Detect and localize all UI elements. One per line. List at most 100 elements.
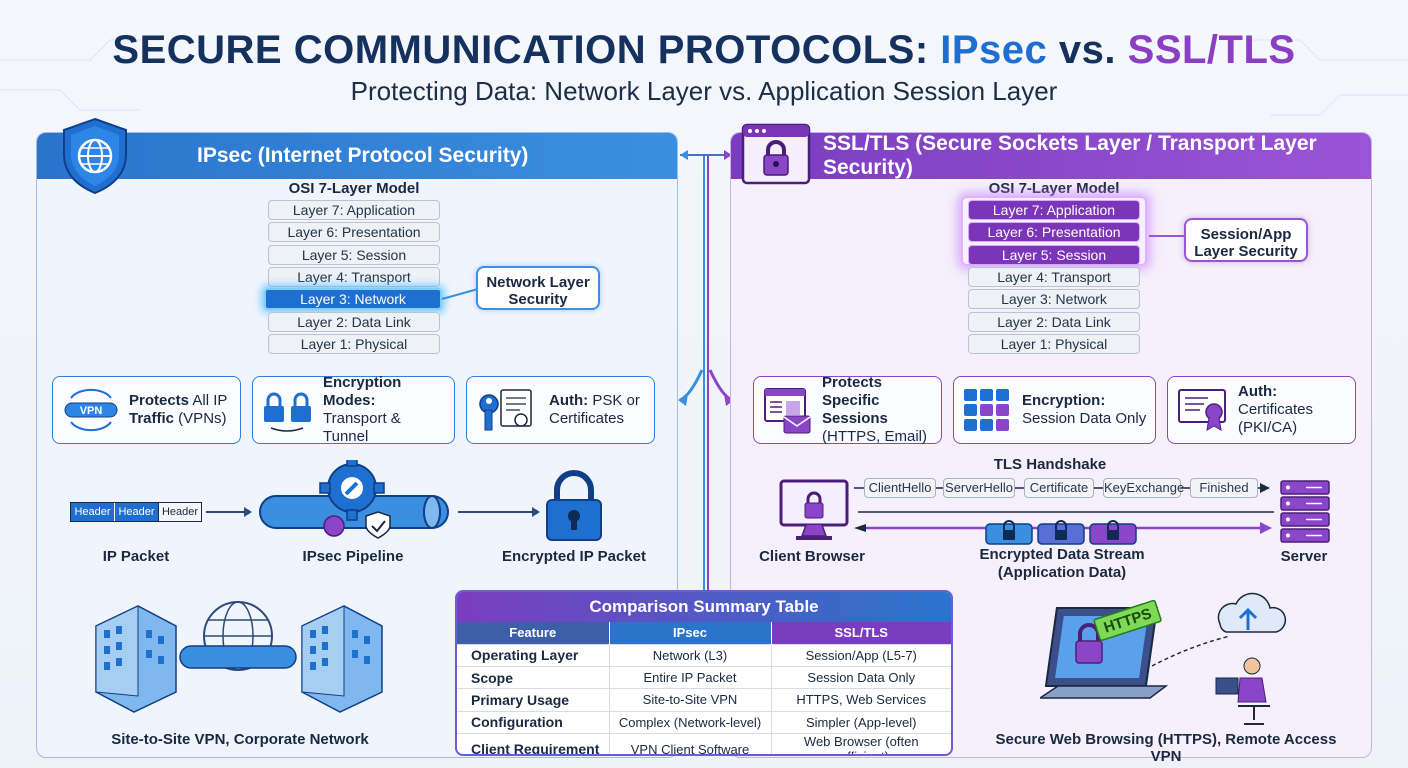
ssl-osi-layer-1: Layer 1: Physical [968, 334, 1140, 354]
browser-lock-icon [741, 123, 811, 185]
session-callout-connector [1149, 235, 1185, 237]
remote-user-icon [1215, 657, 1270, 725]
site-to-site-vpn-illustration [95, 601, 383, 713]
ipsec-scenario-label: Site-to-Site VPN, Corporate Network [111, 731, 369, 748]
table-header-feature: Feature [457, 622, 609, 644]
label-ip-packet: IP Packet [102, 548, 170, 565]
label-ipsec-pipeline: IPsec Pipeline [302, 548, 404, 565]
ssl-osi-layer-6: Layer 6: Presentation [968, 222, 1140, 242]
table-cell-feature: Client Requirement [457, 733, 609, 754]
packet-header-2: Header [115, 503, 159, 521]
table-cell-ssl: Web Browser (often sufficient) [770, 733, 951, 754]
ipsec-header-title: IPsec (Internet Protocol Security) [197, 144, 529, 167]
ipsec-osi-layer-7: Layer 7: Application [268, 200, 440, 220]
handshake-step-serverhello: ServerHello [943, 478, 1015, 498]
ip-packet: Header Header Header [70, 502, 202, 522]
table-row: Operating Layer Network (L3) Session/App… [457, 643, 951, 667]
padlocks-icon [264, 392, 311, 432]
center-connector-lines [678, 150, 734, 590]
handshake-step-keyexchange: KeyExchange [1103, 478, 1184, 498]
comparison-summary-table: Comparison Summary Table Feature IPsec S… [455, 590, 953, 756]
ssl-osi-layer-7: Layer 7: Application [968, 200, 1140, 220]
session-layer-callout: Session/App Layer Security [1184, 218, 1308, 262]
comparison-table-grid: Feature IPsec SSL/TLS Operating Layer Ne… [457, 622, 951, 754]
table-cell-ssl: Session/App (L5-7) [770, 643, 951, 667]
table-cell-feature: Scope [457, 665, 609, 689]
server-rack-icon [1280, 480, 1330, 543]
web-email-icon [764, 388, 811, 434]
vpn-tunnel-icon: VPN [64, 388, 118, 432]
ipsec-osi-layer-6: Layer 6: Presentation [268, 222, 440, 242]
svg-text:VPN: VPN [80, 405, 103, 417]
network-layer-callout: Network Layer Security [476, 266, 600, 310]
encrypted-packet-lock-icon [546, 470, 602, 541]
packet-header-1: Header [71, 503, 115, 521]
label-server: Server [1280, 548, 1328, 565]
ipsec-osi-layer-5: Layer 5: Session [268, 245, 440, 265]
client-browser-icon [779, 479, 849, 540]
ssl-osi-layer-5: Layer 5: Session [968, 245, 1140, 265]
handshake-step-finished: Finished [1190, 478, 1258, 498]
ipsec-osi-layer-4: Layer 4: Transport [268, 267, 440, 287]
pipeline-arrow-2 [458, 507, 540, 517]
table-cell-ssl: Simpler (App-level) [770, 710, 951, 734]
encrypted-data-stream-icon [985, 520, 1137, 545]
table-cell-ipsec: Network (L3) [608, 643, 771, 667]
table-cell-ipsec: Complex (Network-level) [608, 710, 771, 734]
network-callout-connector [441, 288, 479, 300]
cloud-upload-icon [1217, 592, 1287, 633]
table-cell-ipsec: Site-to-Site VPN [608, 688, 771, 712]
table-row: Client Requirement VPN Client Software W… [457, 733, 951, 754]
ipsec-pipeline-icon [259, 460, 449, 539]
pipeline-arrow-1 [206, 507, 252, 517]
ssl-osi-layer-4: Layer 4: Transport [968, 267, 1140, 287]
table-header-ssl: SSL/TLS [770, 622, 951, 644]
ssl-panel-header: SSL/TLS (Secure Sockets Layer / Transpor… [731, 132, 1371, 179]
label-encrypted-data-stream: Encrypted Data Stream [979, 546, 1145, 563]
data-grid-icon [964, 389, 1009, 431]
office-building-right-icon [301, 605, 383, 713]
ssl-scenario-label: Secure Web Browsing (HTTPS), Remote Acce… [995, 731, 1337, 765]
table-cell-ssl: HTTPS, Web Services [770, 688, 951, 712]
table-cell-feature: Operating Layer [457, 643, 609, 667]
ssl-feature-auth: Auth: Certificates(PKI/CA) [1167, 376, 1356, 444]
subtitle: Protecting Data: Network Layer vs. Appli… [350, 76, 1058, 106]
comparison-table-title: Comparison Summary Table [457, 592, 951, 622]
handshake-step-certificate: Certificate [1024, 478, 1094, 498]
label-encrypted-ip-packet: Encrypted IP Packet [502, 548, 646, 565]
table-row: Configuration Complex (Network-level) Si… [457, 710, 951, 734]
ssl-feature-encryption: Encryption:Session Data Only [953, 376, 1156, 444]
table-header-ipsec: IPsec [608, 622, 771, 644]
ssl-osi-title: OSI 7-Layer Model [988, 180, 1120, 197]
ipsec-osi-title: OSI 7-Layer Model [288, 180, 420, 197]
office-building-left-icon [95, 605, 177, 713]
vpn-tunnel-pipe [179, 645, 297, 669]
certificate-icon [1178, 389, 1226, 431]
key-certificate-icon [479, 389, 532, 431]
packet-header-3: Header [159, 503, 201, 521]
ssl-osi-layer-2: Layer 2: Data Link [968, 312, 1140, 332]
ssl-header-title: SSL/TLS (Secure Sockets Layer / Transpor… [823, 132, 1317, 179]
tls-handshake-title: TLS Handshake [993, 456, 1107, 473]
ipsec-feature-encryption-modes: Encryption Modes:Transport & Tunnel [252, 374, 455, 445]
table-cell-ssl: Session Data Only [770, 665, 951, 689]
secure-web-browsing-illustration: HTTPS [1040, 592, 1287, 725]
handshake-step-clienthello: ClientHello [864, 478, 936, 498]
table-cell-feature: Primary Usage [457, 688, 609, 712]
ipsec-osi-layer-1: Layer 1: Physical [268, 334, 440, 354]
main-title: SECURE COMMUNICATION PROTOCOLS: IPsec vs… [112, 28, 1296, 72]
label-application-data: (Application Data) [997, 564, 1127, 581]
table-cell-feature: Configuration [457, 710, 609, 734]
ipsec-osi-layer-2: Layer 2: Data Link [268, 312, 440, 332]
ssl-osi-layer-3: Layer 3: Network [968, 289, 1140, 309]
shield-globe-icon [63, 117, 127, 195]
table-row: Primary Usage Site-to-Site VPN HTTPS, We… [457, 688, 951, 712]
table-cell-ipsec: VPN Client Software [608, 733, 771, 754]
table-cell-ipsec: Entire IP Packet [608, 665, 771, 689]
ssl-osi-highlight-glow [961, 196, 1147, 266]
ipsec-panel-header: IPsec (Internet Protocol Security) [37, 133, 677, 179]
